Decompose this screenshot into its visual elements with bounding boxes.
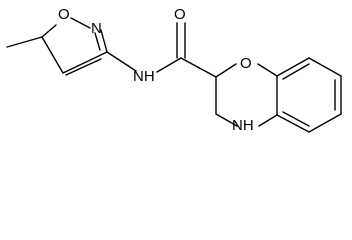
benzene-bond-4 — [308, 113, 342, 133]
carbonyl-to-ring-bond — [180, 57, 217, 78]
isoxazole-c3-c4-bond — [62, 51, 108, 74]
amine-to-aryl-bond — [258, 114, 278, 127]
isoxazole-nitrogen-label: N — [91, 20, 102, 37]
ring-oxygen-to-aryl-bond — [257, 63, 278, 77]
atom-labels: O N O NH O NH — [58, 6, 254, 134]
amide-nh-label: NH — [133, 68, 155, 85]
methyl-isoxazole-group — [6, 17, 108, 76]
isoxazole-c5-o-bond — [41, 24, 57, 38]
benzene-inner-bond-1 — [282, 63, 310, 80]
benzene-bond-2 — [308, 57, 342, 77]
isoxazole-o-n-bond — [70, 17, 91, 29]
benzene-inner-bond-3 — [282, 111, 310, 127]
isoxazole-n-c3-bond — [100, 29, 108, 53]
c2-to-ring-oxygen-bond — [215, 63, 237, 78]
amide-linker — [106, 22, 217, 78]
carbonyl-oxygen-label: O — [174, 6, 186, 23]
isoxazole-n-c3-double-bond — [94, 32, 101, 51]
benzene-bond-5 — [276, 114, 310, 133]
ring-oxygen-label: O — [240, 55, 252, 72]
isoxazole-to-nh-bond — [106, 51, 137, 72]
c3-to-amine-bond — [215, 113, 238, 127]
benzene-bond-1 — [276, 57, 310, 77]
molecule-structure: O N O NH O NH — [6, 6, 342, 134]
methyl-bond — [6, 36, 43, 48]
isoxazole-oxygen-label: O — [58, 6, 70, 23]
nh-to-carbonyl-bond — [156, 57, 182, 73]
benzoxazine-group — [215, 57, 342, 133]
isoxazole-c3-c4-double-bond — [65, 58, 102, 76]
amine-nh-label: NH — [232, 117, 254, 134]
isoxazole-c5-c4-bond — [41, 36, 64, 74]
